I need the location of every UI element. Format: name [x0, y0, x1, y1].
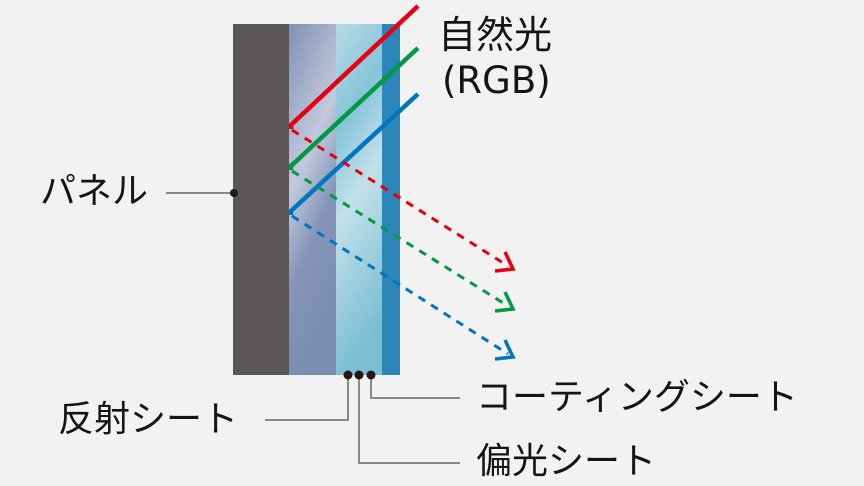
- panel-dot: [230, 189, 238, 197]
- leader-dots: [230, 189, 376, 380]
- coating-leader: [370, 375, 460, 399]
- reflective-dot: [343, 370, 353, 380]
- reflected-rays: [291, 128, 509, 356]
- green-arrowhead-icon: [494, 291, 516, 313]
- natural-light-label: 自然光: [438, 13, 553, 57]
- red-reflected-ray: [291, 128, 509, 268]
- green-incident-ray: [288, 46, 420, 170]
- polarizing-sheet-layer: [336, 24, 382, 375]
- red-incident-ray: [288, 4, 420, 129]
- leader-lines: [166, 192, 460, 464]
- incident-rays: [288, 4, 420, 215]
- blue-incident-ray: [288, 92, 420, 215]
- polarizing-leader: [358, 375, 460, 464]
- blue-arrowhead-icon: [494, 339, 516, 361]
- panel-layer: [233, 24, 289, 375]
- coating-dot: [366, 370, 376, 380]
- arrowheads: [494, 251, 516, 361]
- blue-reflected-ray: [291, 214, 509, 356]
- polarizing-dot: [354, 370, 364, 380]
- panel-label: パネル: [40, 171, 149, 212]
- polarizing-sheet-label: 偏光シート: [476, 441, 657, 482]
- reflective-leader: [265, 375, 349, 421]
- green-reflected-ray: [291, 169, 509, 308]
- coating-sheet-label: コーティングシート: [476, 377, 798, 418]
- reflective-sheet-layer: [289, 24, 336, 375]
- reflective-sheet-label: 反射シート: [58, 399, 239, 440]
- rgb-label: (RGB): [442, 59, 551, 102]
- red-arrowhead-icon: [494, 251, 516, 273]
